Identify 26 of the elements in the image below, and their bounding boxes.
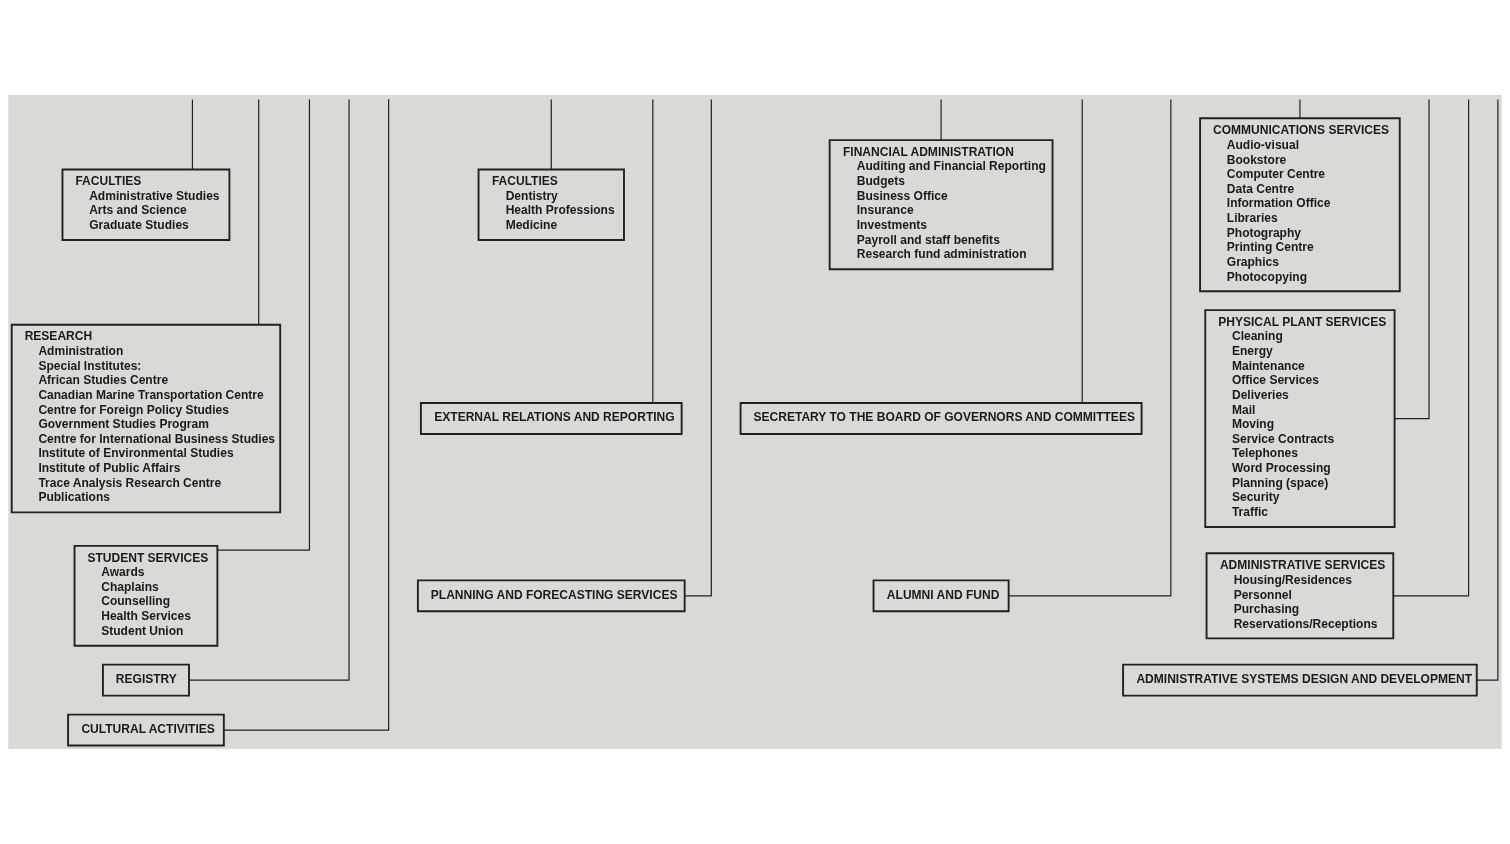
node-box: PLANNING AND FORECASTING SERVICES	[416, 579, 686, 613]
connector	[216, 99, 311, 551]
connector	[684, 98, 712, 597]
node-box: CULTURAL ACTIVITIES	[67, 713, 225, 747]
node-box: PHYSICAL PLANT SERVICES Cleaning Energy Maintenance Office Services Deliveries Mail Moving Service Contracts Telephones Word Processing Planning (space) Security Traffic	[1204, 309, 1396, 528]
node-box: FINANCIAL ADMINISTRATION Auditing and Financial Reporting Budgets Business Office Insurance Investments Payroll and staff benefits Research fund administration	[828, 139, 1054, 271]
node-box: ADMINISTRATIVE SERVICES Housing/Residences Personnel Purchasing Reservations/Receptions	[1205, 552, 1395, 640]
node-box: ALUMNI AND FUND	[872, 579, 1010, 613]
node-box: FACULTIES Administrative Studies Arts and Science Graduate Studies	[61, 168, 231, 241]
connector	[1476, 98, 1499, 681]
node-box: COMMUNICATIONS SERVICES Audio-visual Bookstore Computer Centre Data Centre Information Office Libraries Photography Printing Centre Graphics Photocopying	[1199, 117, 1401, 293]
connector	[258, 98, 260, 326]
node-box: RESEARCH Administration Special Institutes: African Studies Centre Canadian Marine Transportation Centre Centre for Foreign Policy Studies Government Studies Program Centre for International Business Studies Institute of Environmental Studies Institute of Public Affairs Trace Analysis Research Centre Publications	[10, 323, 282, 514]
connector	[550, 98, 552, 170]
connector	[1008, 98, 1172, 597]
node-box: EXTERNAL RELATIONS AND REPORTING	[419, 402, 683, 435]
connector	[191, 98, 194, 170]
connector	[652, 98, 654, 404]
node-box: REGISTRY	[102, 663, 190, 697]
connector	[1081, 98, 1083, 404]
node-box: FACULTIES Dentistry Health Professions Medicine	[477, 168, 625, 241]
node-box: STUDENT SERVICES Awards Chaplains Counselling Health Services Student Union	[73, 544, 219, 647]
node-box: SECRETARY TO THE BOARD OF GOVERNORS AND COMMITTEES	[739, 402, 1143, 435]
connector	[1299, 98, 1301, 119]
node-box: ADMINISTRATIVE SYSTEMS DESIGN AND DEVELOPMENT	[1122, 663, 1478, 697]
connector	[940, 98, 942, 141]
